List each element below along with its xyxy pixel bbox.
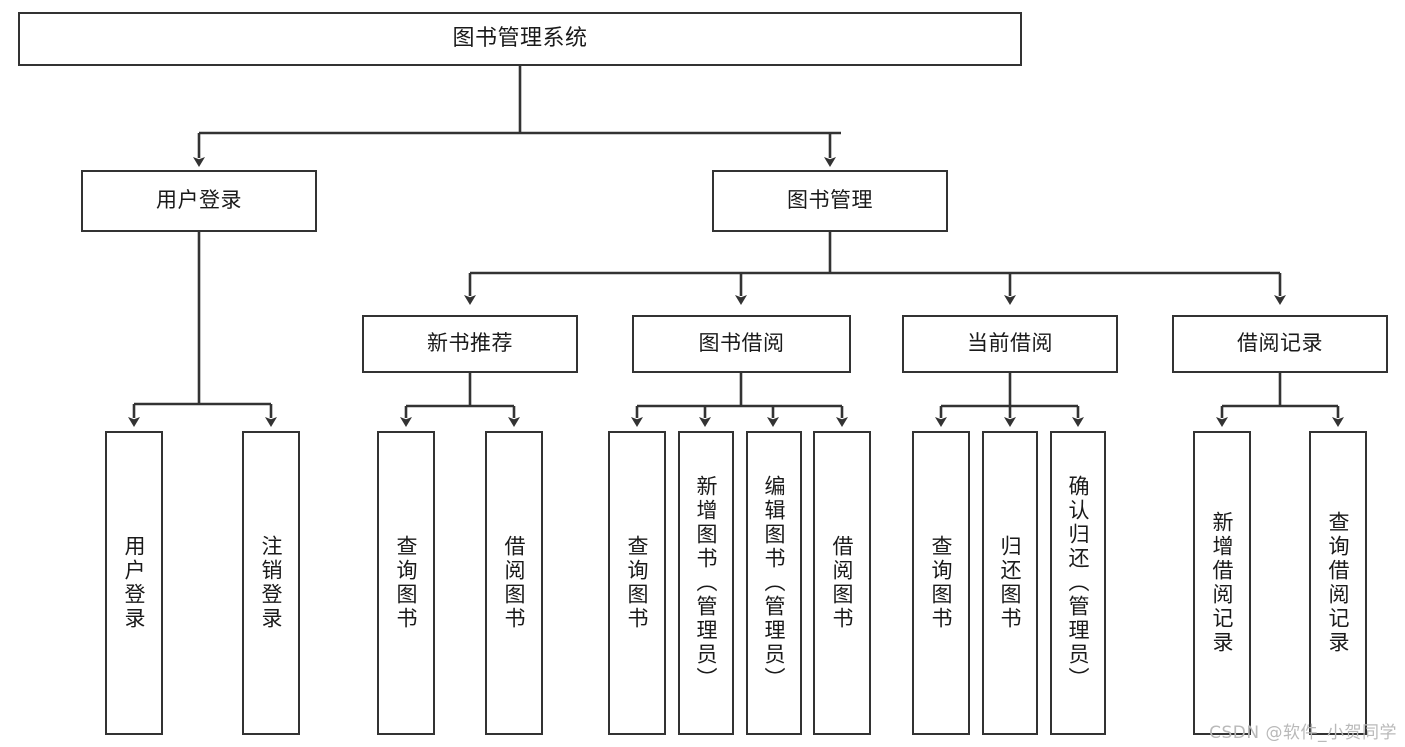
leaf-new-book-query-book[interactable]: 查询图书 — [377, 431, 435, 735]
leaf-label: 新增图书（管理员） — [694, 475, 719, 691]
node-book-borrow-label: 图书借阅 — [698, 331, 785, 356]
leaf-label: 注销登录 — [259, 535, 284, 631]
node-root-label: 图书管理系统 — [452, 25, 588, 51]
leaf-current-borrow-query-book[interactable]: 查询图书 — [912, 431, 970, 735]
node-borrow-record[interactable]: 借阅记录 — [1172, 315, 1388, 373]
leaf-book-borrow-query-book[interactable]: 查询图书 — [608, 431, 666, 735]
leaf-borrow-record-add-record[interactable]: 新增借阅记录 — [1193, 431, 1251, 735]
watermark-text: CSDN @软件_小贺同学 — [1209, 723, 1397, 743]
leaf-label: 查询图书 — [625, 535, 650, 631]
node-new-book-recommend-label: 新书推荐 — [427, 331, 513, 356]
leaf-label: 借阅图书 — [502, 535, 527, 631]
leaf-current-borrow-confirm-return[interactable]: 确认归还（管理员） — [1050, 431, 1106, 735]
leaf-user-login-logout[interactable]: 注销登录 — [242, 431, 300, 735]
leaf-book-borrow-add-book[interactable]: 新增图书（管理员） — [678, 431, 734, 735]
node-current-borrow-label: 当前借阅 — [967, 331, 1053, 356]
leaf-label: 查询图书 — [394, 535, 419, 631]
leaf-book-borrow-borrow-book[interactable]: 借阅图书 — [813, 431, 871, 735]
node-new-book-recommend[interactable]: 新书推荐 — [362, 315, 578, 373]
leaf-label: 借阅图书 — [830, 535, 855, 631]
node-borrow-record-label: 借阅记录 — [1237, 331, 1323, 356]
leaf-label: 归还图书 — [998, 535, 1023, 631]
node-book-borrow[interactable]: 图书借阅 — [632, 315, 851, 373]
leaf-user-login-login[interactable]: 用户登录 — [105, 431, 163, 735]
leaf-new-book-borrow-book[interactable]: 借阅图书 — [485, 431, 543, 735]
leaf-label: 用户登录 — [122, 535, 147, 631]
leaf-borrow-record-query-record[interactable]: 查询借阅记录 — [1309, 431, 1367, 735]
node-book-management-label: 图书管理 — [787, 188, 873, 213]
leaf-label: 确认归还（管理员） — [1066, 475, 1091, 691]
leaf-current-borrow-return-book[interactable]: 归还图书 — [982, 431, 1038, 735]
leaf-label: 查询图书 — [929, 535, 954, 631]
node-root[interactable]: 图书管理系统 — [18, 12, 1022, 66]
node-current-borrow[interactable]: 当前借阅 — [902, 315, 1118, 373]
node-book-management[interactable]: 图书管理 — [712, 170, 948, 232]
node-user-login[interactable]: 用户登录 — [81, 170, 317, 232]
leaf-label: 新增借阅记录 — [1210, 511, 1235, 655]
leaf-book-borrow-edit-book[interactable]: 编辑图书（管理员） — [746, 431, 802, 735]
node-user-login-label: 用户登录 — [156, 188, 242, 213]
leaf-label: 查询借阅记录 — [1326, 511, 1351, 655]
leaf-label: 编辑图书（管理员） — [762, 475, 787, 691]
